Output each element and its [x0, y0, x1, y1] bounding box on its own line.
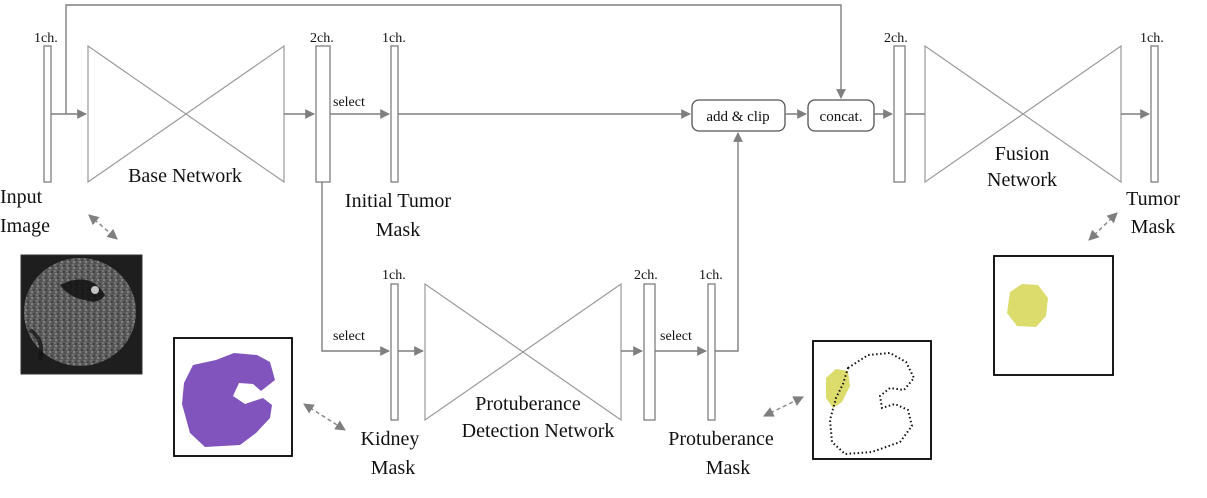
- select-label-kidney: select: [333, 329, 365, 344]
- channel-label-fusion-in: 2ch.: [884, 31, 908, 46]
- concat-label: concat.: [820, 109, 863, 125]
- protuberance-mask-link-icon: [763, 396, 804, 417]
- initial-tumor-label-2: Mask: [376, 219, 420, 241]
- input-bar: [43, 45, 52, 183]
- protuberance-mask-bar: [707, 283, 716, 421]
- kidney-mask-label-2: Mask: [371, 457, 415, 479]
- protuberance-network-label-2: Detection Network: [462, 420, 615, 442]
- initial-mask-bar: [390, 45, 399, 183]
- fusion-network-label-2: Network: [987, 169, 1057, 191]
- initial-tumor-label-1: Initial Tumor: [345, 190, 451, 212]
- channel-label-initial: 1ch.: [382, 31, 406, 46]
- base-network-shape: [87, 44, 285, 184]
- fusion-network-shape: [924, 44, 1122, 184]
- protuberance-network-shape: [424, 282, 622, 422]
- skip-connection-arrow: [65, 4, 846, 114]
- select-label-top: select: [333, 95, 365, 110]
- base-network-label: Base Network: [128, 165, 242, 187]
- protuberance-mask-image: [812, 340, 932, 460]
- protuberance-network-label-1: Protuberance: [475, 393, 581, 415]
- tumor-mask-label-1: Tumor: [1126, 188, 1180, 210]
- ct-slice-image: [20, 254, 143, 375]
- kidney-mask-image: [173, 337, 293, 457]
- input-image-label-1: Input: [0, 186, 43, 208]
- tumor-mask-link-icon: [1088, 212, 1118, 241]
- protuberance-output-bar: [643, 283, 656, 421]
- kidney-mask-link-icon: [303, 403, 346, 431]
- fusion-input-bar: [893, 45, 906, 183]
- concat-box: [807, 99, 875, 132]
- yellow-protuberance-blob: [826, 369, 850, 408]
- add-clip-label: add & clip: [706, 109, 769, 125]
- protuberance-to-add-arrow: [715, 132, 743, 352]
- kidney-mask-bar: [390, 283, 399, 421]
- select-label-protuberance: select: [660, 329, 692, 344]
- fusion-output-bar: [1150, 45, 1159, 183]
- channel-label-fusion-out: 1ch.: [1140, 31, 1164, 46]
- add-clip-box: [691, 99, 786, 132]
- fusion-network-label-1: Fusion: [995, 143, 1049, 165]
- channel-label-protuberance-out: 2ch.: [634, 268, 658, 283]
- kidney-mask-label-1: Kidney: [361, 428, 420, 450]
- channel-label-kidney: 1ch.: [382, 268, 406, 283]
- protuberance-mask-label-1: Protuberance: [668, 428, 774, 450]
- base-output-bar: [315, 45, 331, 183]
- tumor-mask-image: [993, 255, 1114, 376]
- yellow-tumor-blob: [1007, 284, 1048, 327]
- channel-label-input: 1ch.: [34, 31, 58, 46]
- channel-label-base-out: 2ch.: [310, 31, 334, 46]
- input-image-label-2: Image: [0, 215, 50, 237]
- channel-label-protuberance-mask: 1ch.: [699, 268, 723, 283]
- select-kidney-arrow: [321, 182, 390, 356]
- tumor-mask-label-2: Mask: [1131, 216, 1175, 238]
- input-image-link-icon: [88, 214, 118, 240]
- purple-kidney-shape: [182, 353, 275, 447]
- protuberance-mask-label-2: Mask: [706, 457, 750, 479]
